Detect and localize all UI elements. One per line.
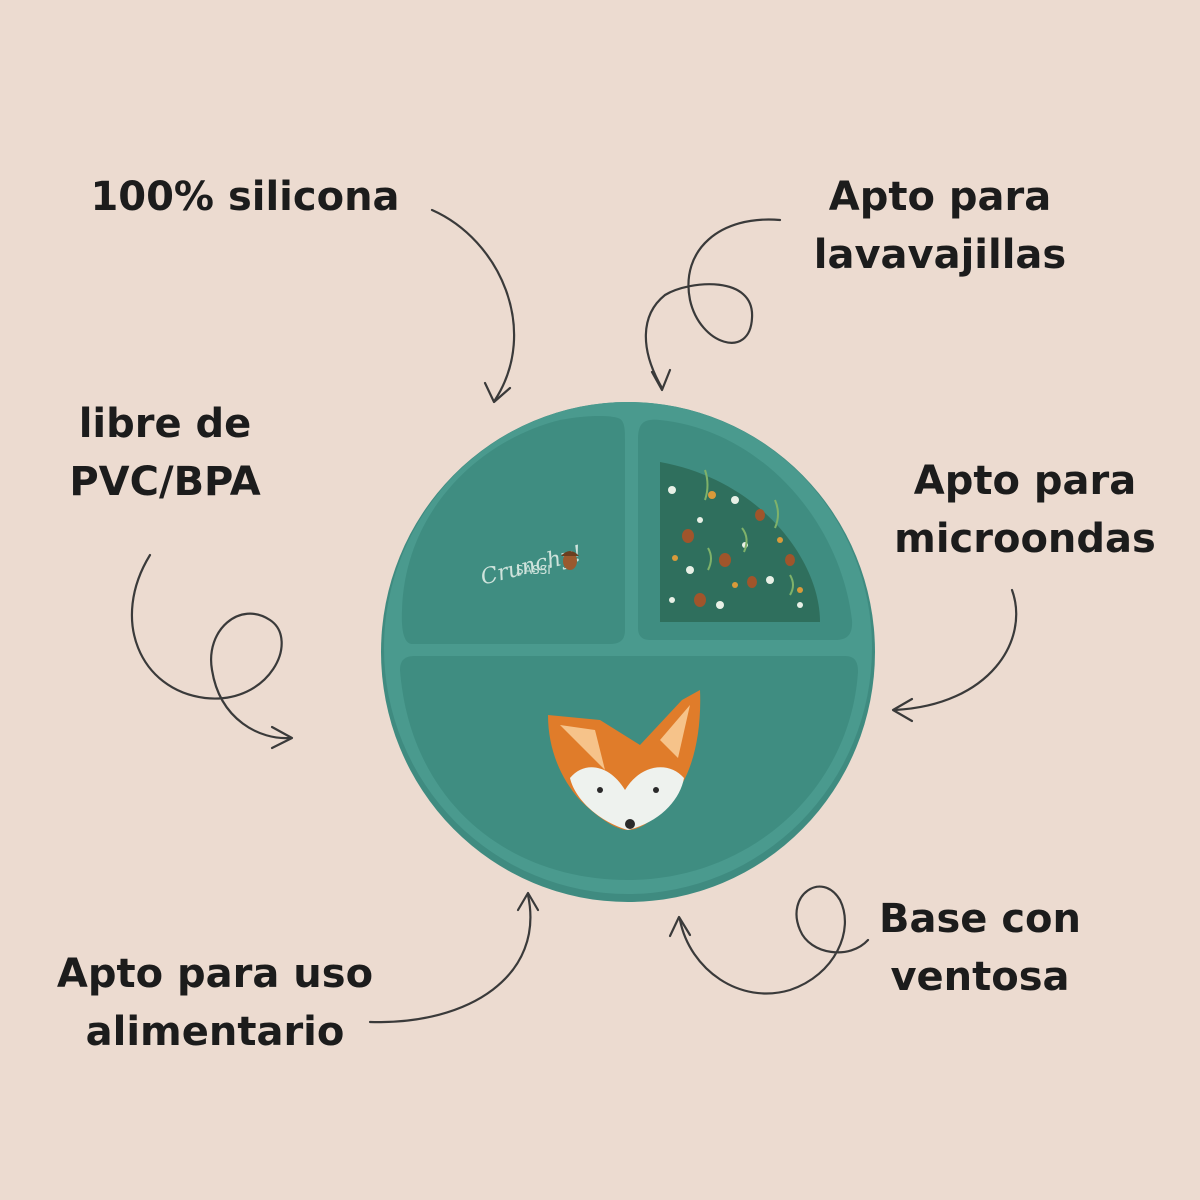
feature-label-libre-pvc-bpa: libre de PVC/BPA [40,395,290,511]
feature-text-line: 100% silicona [90,174,400,220]
feature-label-alimentario: Apto para uso alimentario [30,945,400,1061]
feature-text-line: lavavajillas [813,232,1067,278]
feature-text-line: ventosa [890,954,1070,1000]
feature-text-line: Base con [878,896,1081,942]
fox-illustration [548,690,701,830]
feature-label-lavavajillas: Apto para lavavajillas [790,168,1090,284]
feature-text-line: Apto para uso [56,951,374,997]
feature-text-line: libre de [78,401,252,447]
arrow-silicona [430,208,516,404]
suction-plate: Crunchy! SASSI [381,402,875,902]
feature-text-line: microondas [894,516,1156,562]
plate-compartment-top-left [401,415,625,644]
arrow-lavavajillas [644,218,782,392]
feature-label-microondas: Apto para microondas [880,452,1170,568]
arrow-libre-pvc-bpa [130,553,294,750]
feature-label-silicona: 100% silicona [70,168,420,226]
feature-text-line: PVC/BPA [69,459,261,505]
feature-text-line: alimentario [85,1009,345,1055]
arrow-ventosa [668,885,870,995]
feature-text-line: Apto para [913,458,1137,504]
feature-text-line: Apto para [828,174,1052,220]
forest-pattern [660,462,820,622]
acorn-icon [561,551,579,570]
feature-label-ventosa: Base con ventosa [860,890,1100,1006]
brand-name: SASSI [516,563,551,577]
arrow-microondas [891,588,1018,723]
arrow-alimentario [368,891,540,1024]
